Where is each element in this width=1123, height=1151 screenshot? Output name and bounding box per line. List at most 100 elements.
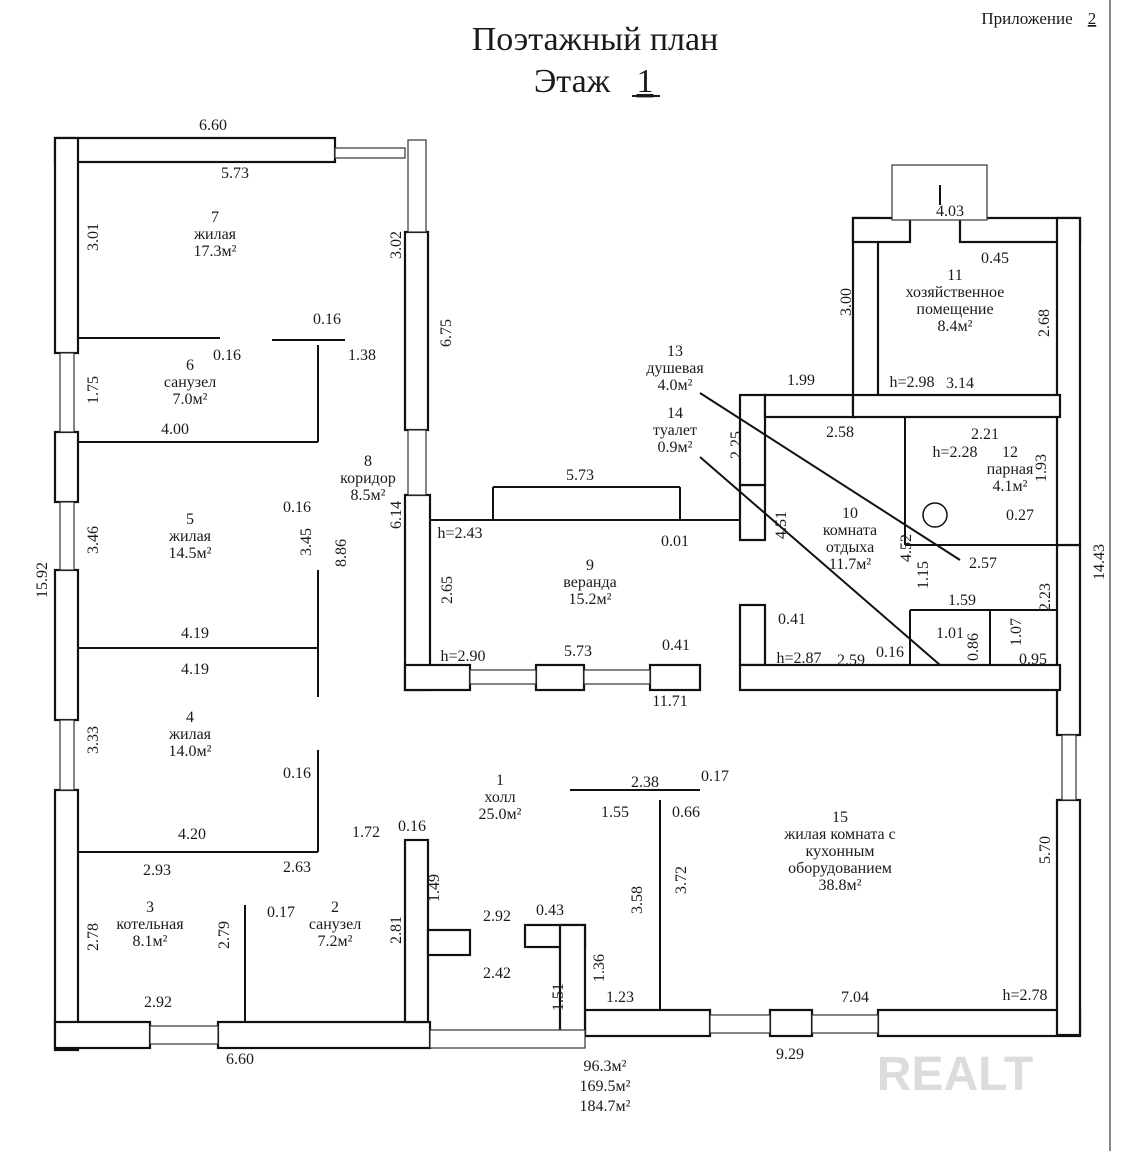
realt-watermark: REALT bbox=[877, 1048, 1033, 1101]
room-8-number: 8 bbox=[364, 453, 372, 470]
room-5-label: жилая bbox=[168, 528, 212, 545]
dimension-label: 0.16 bbox=[283, 499, 311, 516]
dimension-label: h=2.78 bbox=[1002, 987, 1047, 1004]
dimension-label: 4.52 bbox=[898, 534, 915, 562]
dimension-label: 2.57 bbox=[969, 555, 997, 572]
floor-label: Этаж bbox=[534, 63, 611, 100]
room-12-number: 12 bbox=[1002, 444, 1018, 461]
room-15-label: кухонным bbox=[806, 843, 875, 860]
total-area: 96.3м² bbox=[584, 1058, 627, 1075]
dimension-label: 4.20 bbox=[178, 826, 206, 843]
room-2-label: 7.2м² bbox=[318, 933, 353, 950]
room-11-label: хозяйственное bbox=[906, 284, 1005, 301]
window bbox=[429, 1029, 586, 1049]
window bbox=[583, 669, 651, 685]
dimension-label: 2.23 bbox=[1037, 583, 1054, 611]
room-5-number: 5 bbox=[186, 511, 194, 528]
dimension-label: 0.16 bbox=[283, 765, 311, 782]
dimension-label: 2.38 bbox=[631, 774, 659, 791]
dimension-label: 3.02 bbox=[388, 231, 405, 259]
dimension-label: 1.72 bbox=[352, 824, 380, 841]
total-area: 184.7м² bbox=[580, 1098, 631, 1115]
window bbox=[59, 352, 75, 433]
dimension-label: 2.59 bbox=[837, 652, 865, 669]
room-14-number: 14 bbox=[667, 405, 683, 422]
dimension-label: h=2.87 bbox=[776, 650, 821, 667]
room-7-label: 17.3м² bbox=[194, 243, 237, 260]
dimension-label: 2.93 bbox=[143, 862, 171, 879]
dimension-label: 1.01 bbox=[936, 625, 964, 642]
wall bbox=[876, 1008, 1082, 1038]
dimension-label: 2.63 bbox=[283, 859, 311, 876]
wall bbox=[1055, 798, 1082, 1037]
wall bbox=[53, 136, 337, 164]
dimension-label: 11.71 bbox=[652, 693, 687, 710]
room-3-number: 3 bbox=[146, 899, 154, 916]
room-15-label: 38.8м² bbox=[819, 877, 862, 894]
wall bbox=[738, 663, 1062, 692]
dimension-label: 1.38 bbox=[348, 347, 376, 364]
wall bbox=[648, 663, 702, 692]
dimension-label: 2.68 bbox=[1036, 309, 1053, 337]
dimension-label: 0.41 bbox=[778, 611, 806, 628]
wall bbox=[583, 1008, 712, 1038]
dimension-label: 2.81 bbox=[388, 916, 405, 944]
window bbox=[59, 501, 75, 571]
dimension-label: 2.21 bbox=[971, 426, 999, 443]
room-13-label: 4.0м² bbox=[658, 377, 693, 394]
interior-wall-line bbox=[699, 456, 941, 666]
room-9-number: 9 bbox=[586, 557, 594, 574]
room-1-label: холл bbox=[484, 789, 515, 806]
wall bbox=[216, 1020, 432, 1050]
dimension-label: 2.58 bbox=[826, 424, 854, 441]
wall bbox=[738, 603, 767, 667]
dimension-label: 8.86 bbox=[333, 539, 350, 567]
dimension-label: 7.04 bbox=[841, 989, 869, 1006]
dimension-label: 1.15 bbox=[915, 561, 932, 589]
wall bbox=[851, 393, 1062, 419]
dimension-label: 0.43 bbox=[536, 902, 564, 919]
wall bbox=[1055, 543, 1082, 737]
dimension-label: 2.78 bbox=[85, 923, 102, 951]
dimension-label: 6.60 bbox=[226, 1051, 254, 1068]
dimension-label: 9.29 bbox=[776, 1046, 804, 1063]
window bbox=[407, 429, 427, 496]
dimension-label: 2.79 bbox=[216, 921, 233, 949]
walls bbox=[53, 136, 1082, 1052]
wall bbox=[53, 1020, 152, 1050]
room-11-label: 8.4м² bbox=[938, 318, 973, 335]
room-4-label: 14.0м² bbox=[169, 743, 212, 760]
wall bbox=[403, 838, 430, 1024]
dimension-label: 4.19 bbox=[181, 625, 209, 642]
dimension-label: 0.95 bbox=[1019, 651, 1047, 668]
wall bbox=[53, 788, 80, 1052]
dimension-label: 4.03 bbox=[936, 203, 964, 220]
dimension-label: 2.92 bbox=[144, 994, 172, 1011]
dimension-label: 0.45 bbox=[981, 250, 1009, 267]
dimension-label: 1.55 bbox=[601, 804, 629, 821]
interior-lines bbox=[78, 185, 1057, 1022]
wall bbox=[738, 393, 767, 487]
room-3-label: 8.1м² bbox=[133, 933, 168, 950]
room-7-label: жилая bbox=[193, 226, 237, 243]
room-3-label: котельная bbox=[116, 916, 184, 933]
room-2-label: санузел bbox=[309, 916, 361, 933]
window bbox=[149, 1025, 219, 1045]
wall bbox=[403, 493, 432, 692]
room-11-number: 11 bbox=[947, 267, 962, 284]
room-8-label: коридор bbox=[340, 470, 396, 487]
room-9-label: 15.2м² bbox=[569, 591, 612, 608]
room-4-number: 4 bbox=[186, 709, 194, 726]
room-10-number: 10 bbox=[842, 505, 858, 522]
dimension-label: 2.25 bbox=[728, 431, 745, 459]
room-12-label: 4.1м² bbox=[993, 478, 1028, 495]
dimension-label: 15.92 bbox=[34, 562, 51, 598]
dimension-label: 0.27 bbox=[1006, 507, 1034, 524]
dimension-label: 3.45 bbox=[298, 528, 315, 556]
dimension-label: h=2.43 bbox=[437, 525, 482, 542]
room-1-number: 1 bbox=[496, 772, 504, 789]
dimension-label: h=2.28 bbox=[932, 444, 977, 461]
room-1-label: 25.0м² bbox=[479, 806, 522, 823]
dimension-label: 1.23 bbox=[606, 989, 634, 1006]
wall bbox=[426, 928, 472, 957]
